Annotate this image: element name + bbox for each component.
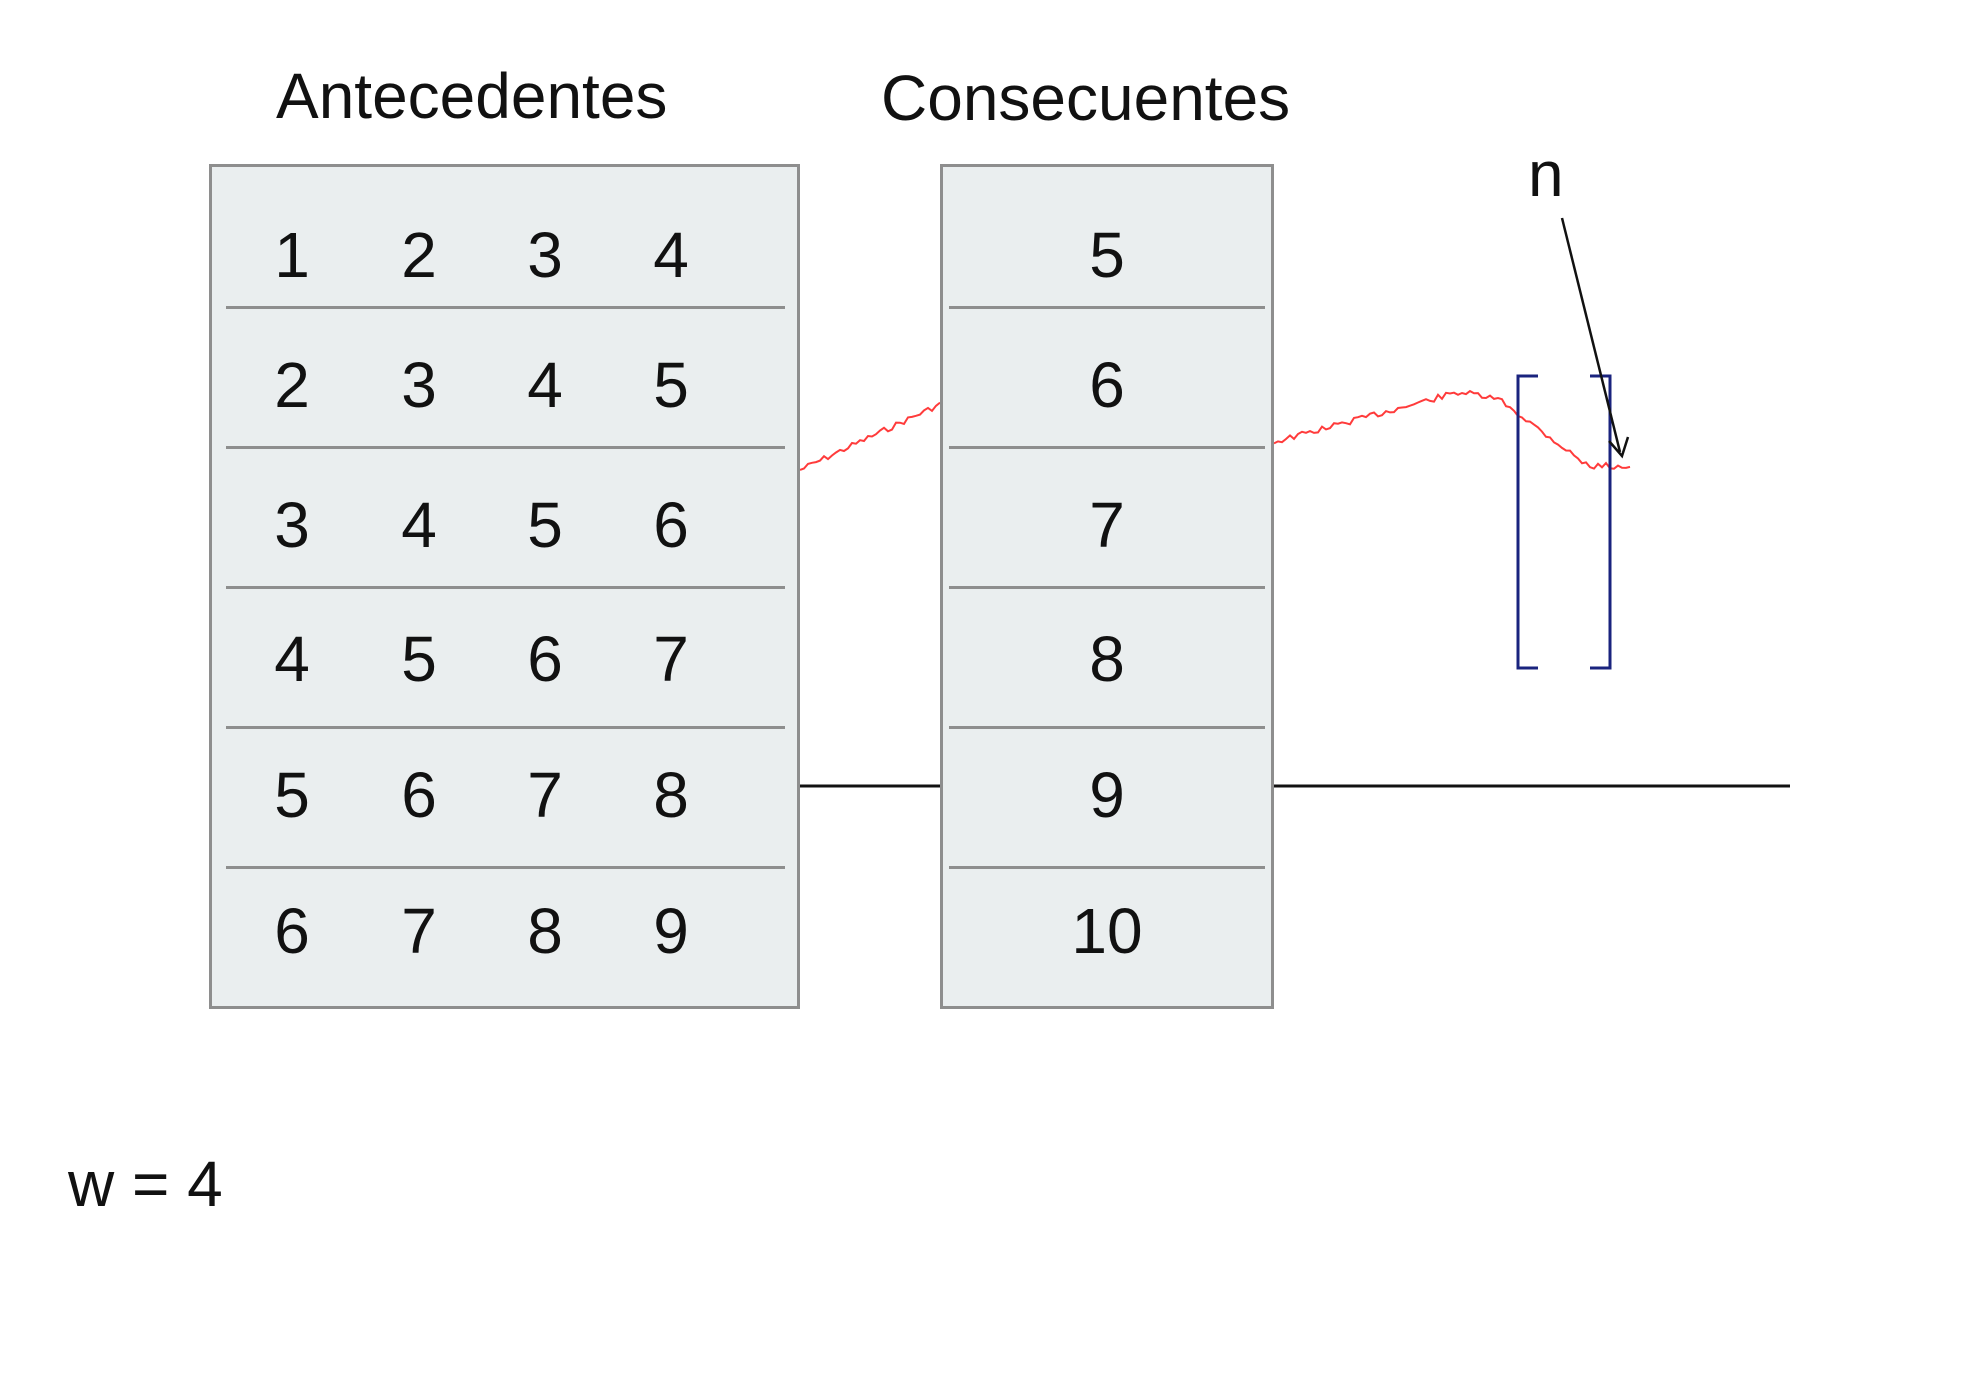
consecuente-cell: 5	[1089, 219, 1125, 291]
antecedente-cell: 8	[653, 759, 689, 831]
antecedente-cell: 6	[527, 623, 563, 695]
antecedente-cell: 3	[527, 219, 563, 291]
antecedente-cell: 6	[653, 489, 689, 561]
antecedente-cell: 6	[401, 759, 437, 831]
antecedente-cell: 1	[274, 219, 310, 291]
antecedente-cell: 2	[274, 349, 310, 421]
window-size-label: w = 4	[68, 1148, 223, 1220]
antecedentes-table: 1 2 3 4 2 3 4 5 3 4 5 6 4 5 6 7 5 6 7 8 6 7 8 9	[209, 164, 800, 1009]
series-line-segment-left	[799, 401, 941, 471]
row-separator	[949, 866, 1265, 869]
antecedente-cell: 5	[401, 623, 437, 695]
row-separator	[226, 446, 785, 449]
consecuentes-table: 5 6 7 8 9 10	[940, 164, 1274, 1009]
window-label-n: n	[1528, 138, 1564, 210]
antecedente-cell: 3	[401, 349, 437, 421]
antecedente-cell: 7	[527, 759, 563, 831]
consecuente-cell: 10	[1071, 895, 1143, 967]
antecedente-cell: 7	[653, 623, 689, 695]
row-separator	[949, 726, 1265, 729]
row-separator	[226, 866, 785, 869]
antecedente-cell: 8	[527, 895, 563, 967]
consecuente-cell: 8	[1089, 623, 1125, 695]
pointer-arrow-line	[1560, 217, 1622, 453]
antecedente-cell: 6	[274, 895, 310, 967]
row-separator	[949, 446, 1265, 449]
antecedente-cell: 9	[653, 895, 689, 967]
consecuente-cell: 7	[1089, 489, 1125, 561]
antecedente-cell: 5	[274, 759, 310, 831]
row-separator	[226, 306, 785, 309]
series-line-segment-right	[1273, 389, 1631, 470]
antecedente-cell: 4	[274, 623, 310, 695]
row-separator	[949, 306, 1265, 309]
window-bracket-left	[1516, 374, 1538, 670]
antecedente-cell: 4	[401, 489, 437, 561]
pointer-arrow-head	[1608, 436, 1630, 459]
antecedente-cell: 2	[401, 219, 437, 291]
consecuente-cell: 9	[1089, 759, 1125, 831]
antecedentes-heading: Antecedentes	[276, 60, 668, 132]
antecedente-cell: 3	[274, 489, 310, 561]
row-separator	[226, 586, 785, 589]
antecedente-cell: 5	[653, 349, 689, 421]
row-separator	[949, 586, 1265, 589]
antecedente-cell: 4	[527, 349, 563, 421]
consecuente-cell: 6	[1089, 349, 1125, 421]
antecedente-cell: 5	[527, 489, 563, 561]
window-bracket-right	[1590, 374, 1612, 670]
row-separator	[226, 726, 785, 729]
antecedente-cell: 4	[653, 219, 689, 291]
antecedente-cell: 7	[401, 895, 437, 967]
consecuentes-heading: Consecuentes	[881, 62, 1291, 134]
